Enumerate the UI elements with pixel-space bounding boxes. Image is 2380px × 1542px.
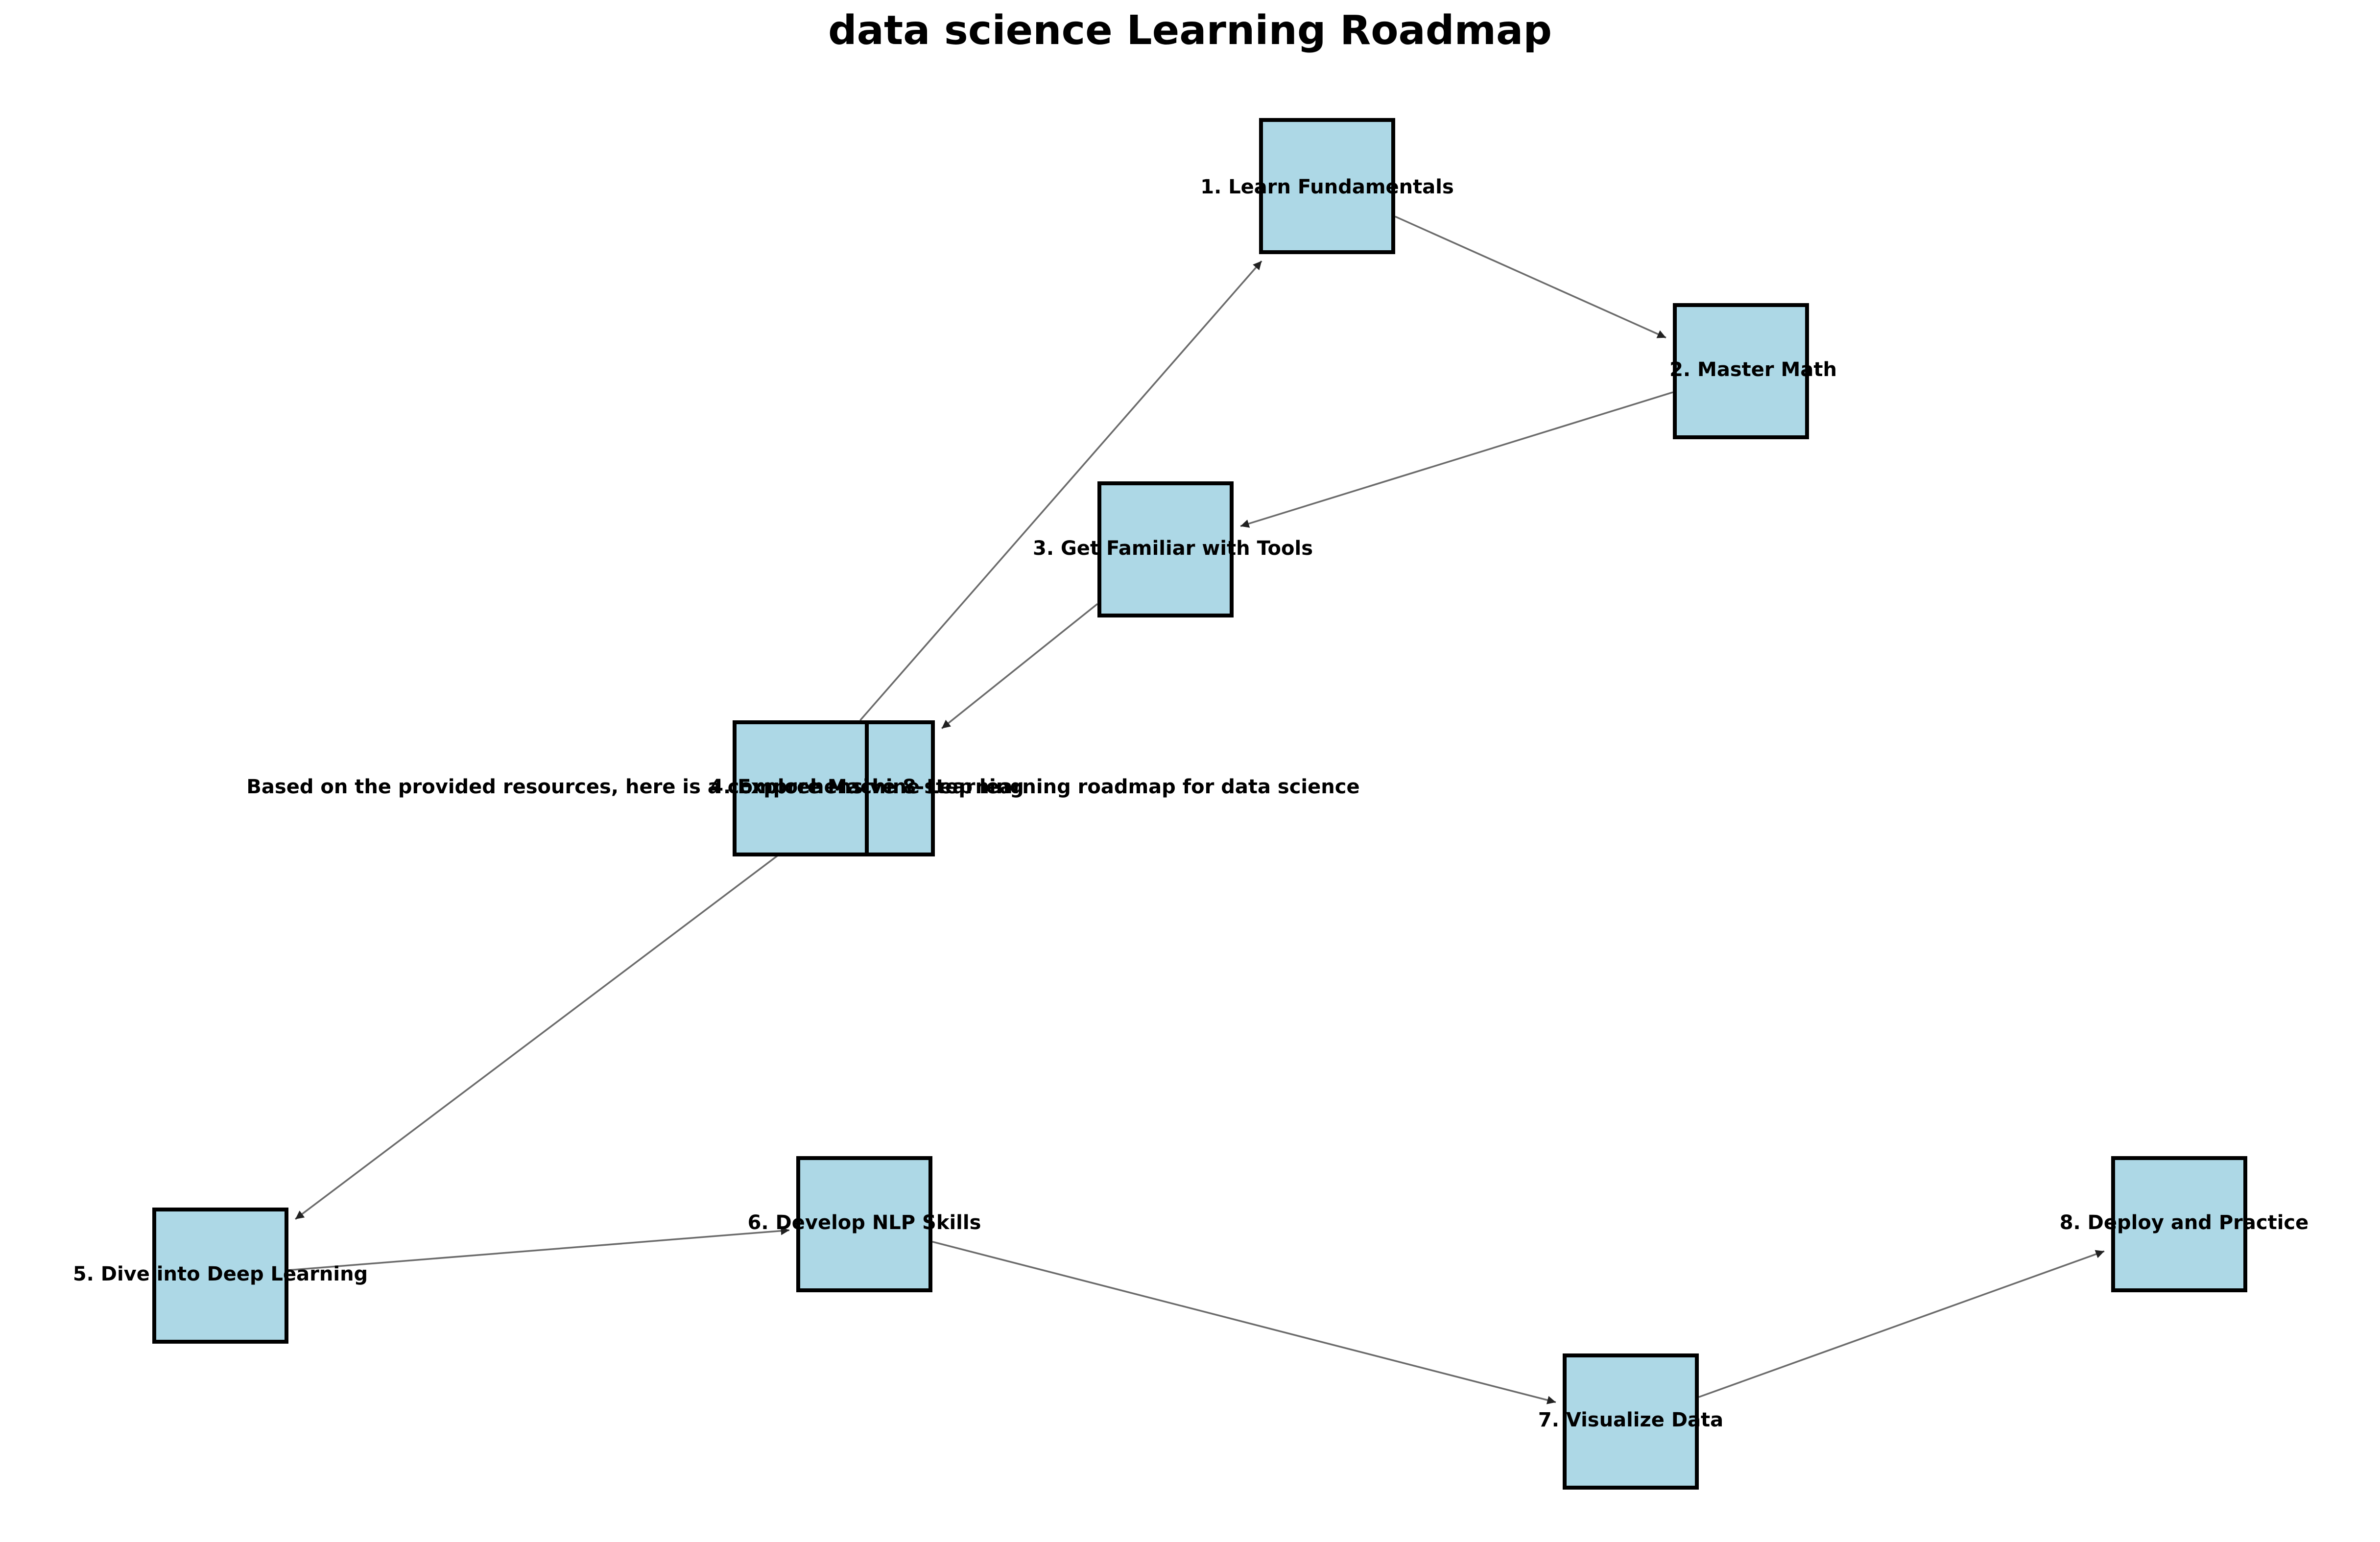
node-box-s5 xyxy=(152,1208,288,1344)
edge-s7-to-s8 xyxy=(1698,1250,2105,1398)
node-box-s2 xyxy=(1673,303,1809,439)
edge-s3-to-s4 xyxy=(941,603,1098,729)
node-label-s3: 3. Get Familiar with Tools xyxy=(1033,537,1313,560)
node-label-s7: 7. Visualize Data xyxy=(1538,1409,1723,1431)
node-box-s3 xyxy=(1097,481,1234,617)
diagram-title: data science Learning Roadmap xyxy=(828,7,1552,54)
node-box-intro xyxy=(733,720,869,856)
node-box-s6 xyxy=(796,1156,932,1292)
node-box-s7 xyxy=(1563,1353,1699,1490)
edge-intro-to-s1 xyxy=(859,260,1262,721)
edge-s4-to-s5 xyxy=(294,839,800,1220)
node-label-s8: 8. Deploy and Practice xyxy=(2060,1211,2309,1234)
edge-s6-to-s7 xyxy=(932,1241,1556,1404)
label-layer: Based on the provided resources, here is… xyxy=(73,176,2309,1431)
node-box-s1 xyxy=(1259,118,1395,254)
node-label-s5: 5. Dive into Deep Learning xyxy=(73,1263,368,1285)
node-box-s8 xyxy=(2111,1156,2247,1292)
node-label-s4: 4. Explore Machine Learning xyxy=(710,776,1024,798)
node-layer xyxy=(152,118,2247,1490)
edge-s5-to-s6 xyxy=(288,1226,790,1271)
node-label-s2: 2. Master Math xyxy=(1669,358,1837,381)
node-label-s1: 1. Learn Fundamentals xyxy=(1200,176,1454,198)
node-label-s6: 6. Develop NLP Skills xyxy=(748,1211,981,1234)
edge-s2-to-s3 xyxy=(1240,391,1673,528)
node-label-intro: Based on the provided resources, here is… xyxy=(246,776,1359,798)
edge-layer xyxy=(288,215,2105,1404)
edge-s1-to-s2 xyxy=(1395,215,1666,339)
